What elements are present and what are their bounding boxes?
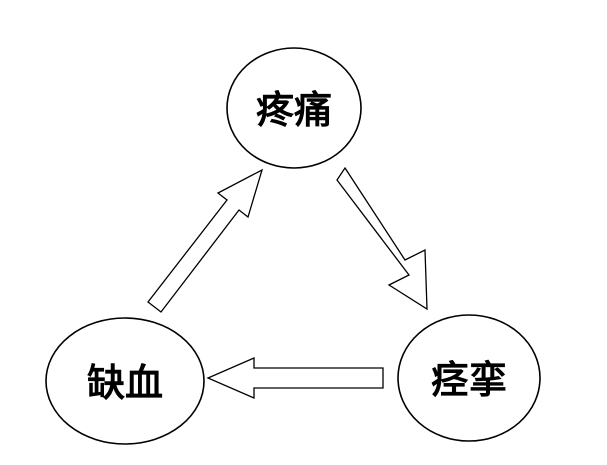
node-pain: 疼痛 bbox=[226, 47, 362, 169]
node-spasm: 痉挛 bbox=[397, 314, 541, 442]
arrow-pain-to-spasm bbox=[336, 166, 428, 311]
node-ischemia-ellipse bbox=[45, 317, 205, 445]
arrow-spasm-to-ischemia bbox=[206, 357, 384, 399]
node-ischemia-label: 缺血 bbox=[87, 361, 163, 405]
node-spasm-label: 痉挛 bbox=[431, 358, 507, 402]
node-pain-label: 疼痛 bbox=[256, 88, 332, 132]
node-spasm-ellipse bbox=[397, 314, 541, 442]
node-ischemia: 缺血 bbox=[45, 317, 205, 445]
node-pain-ellipse bbox=[226, 47, 362, 169]
arrow-ischemia-to-pain bbox=[147, 168, 264, 313]
